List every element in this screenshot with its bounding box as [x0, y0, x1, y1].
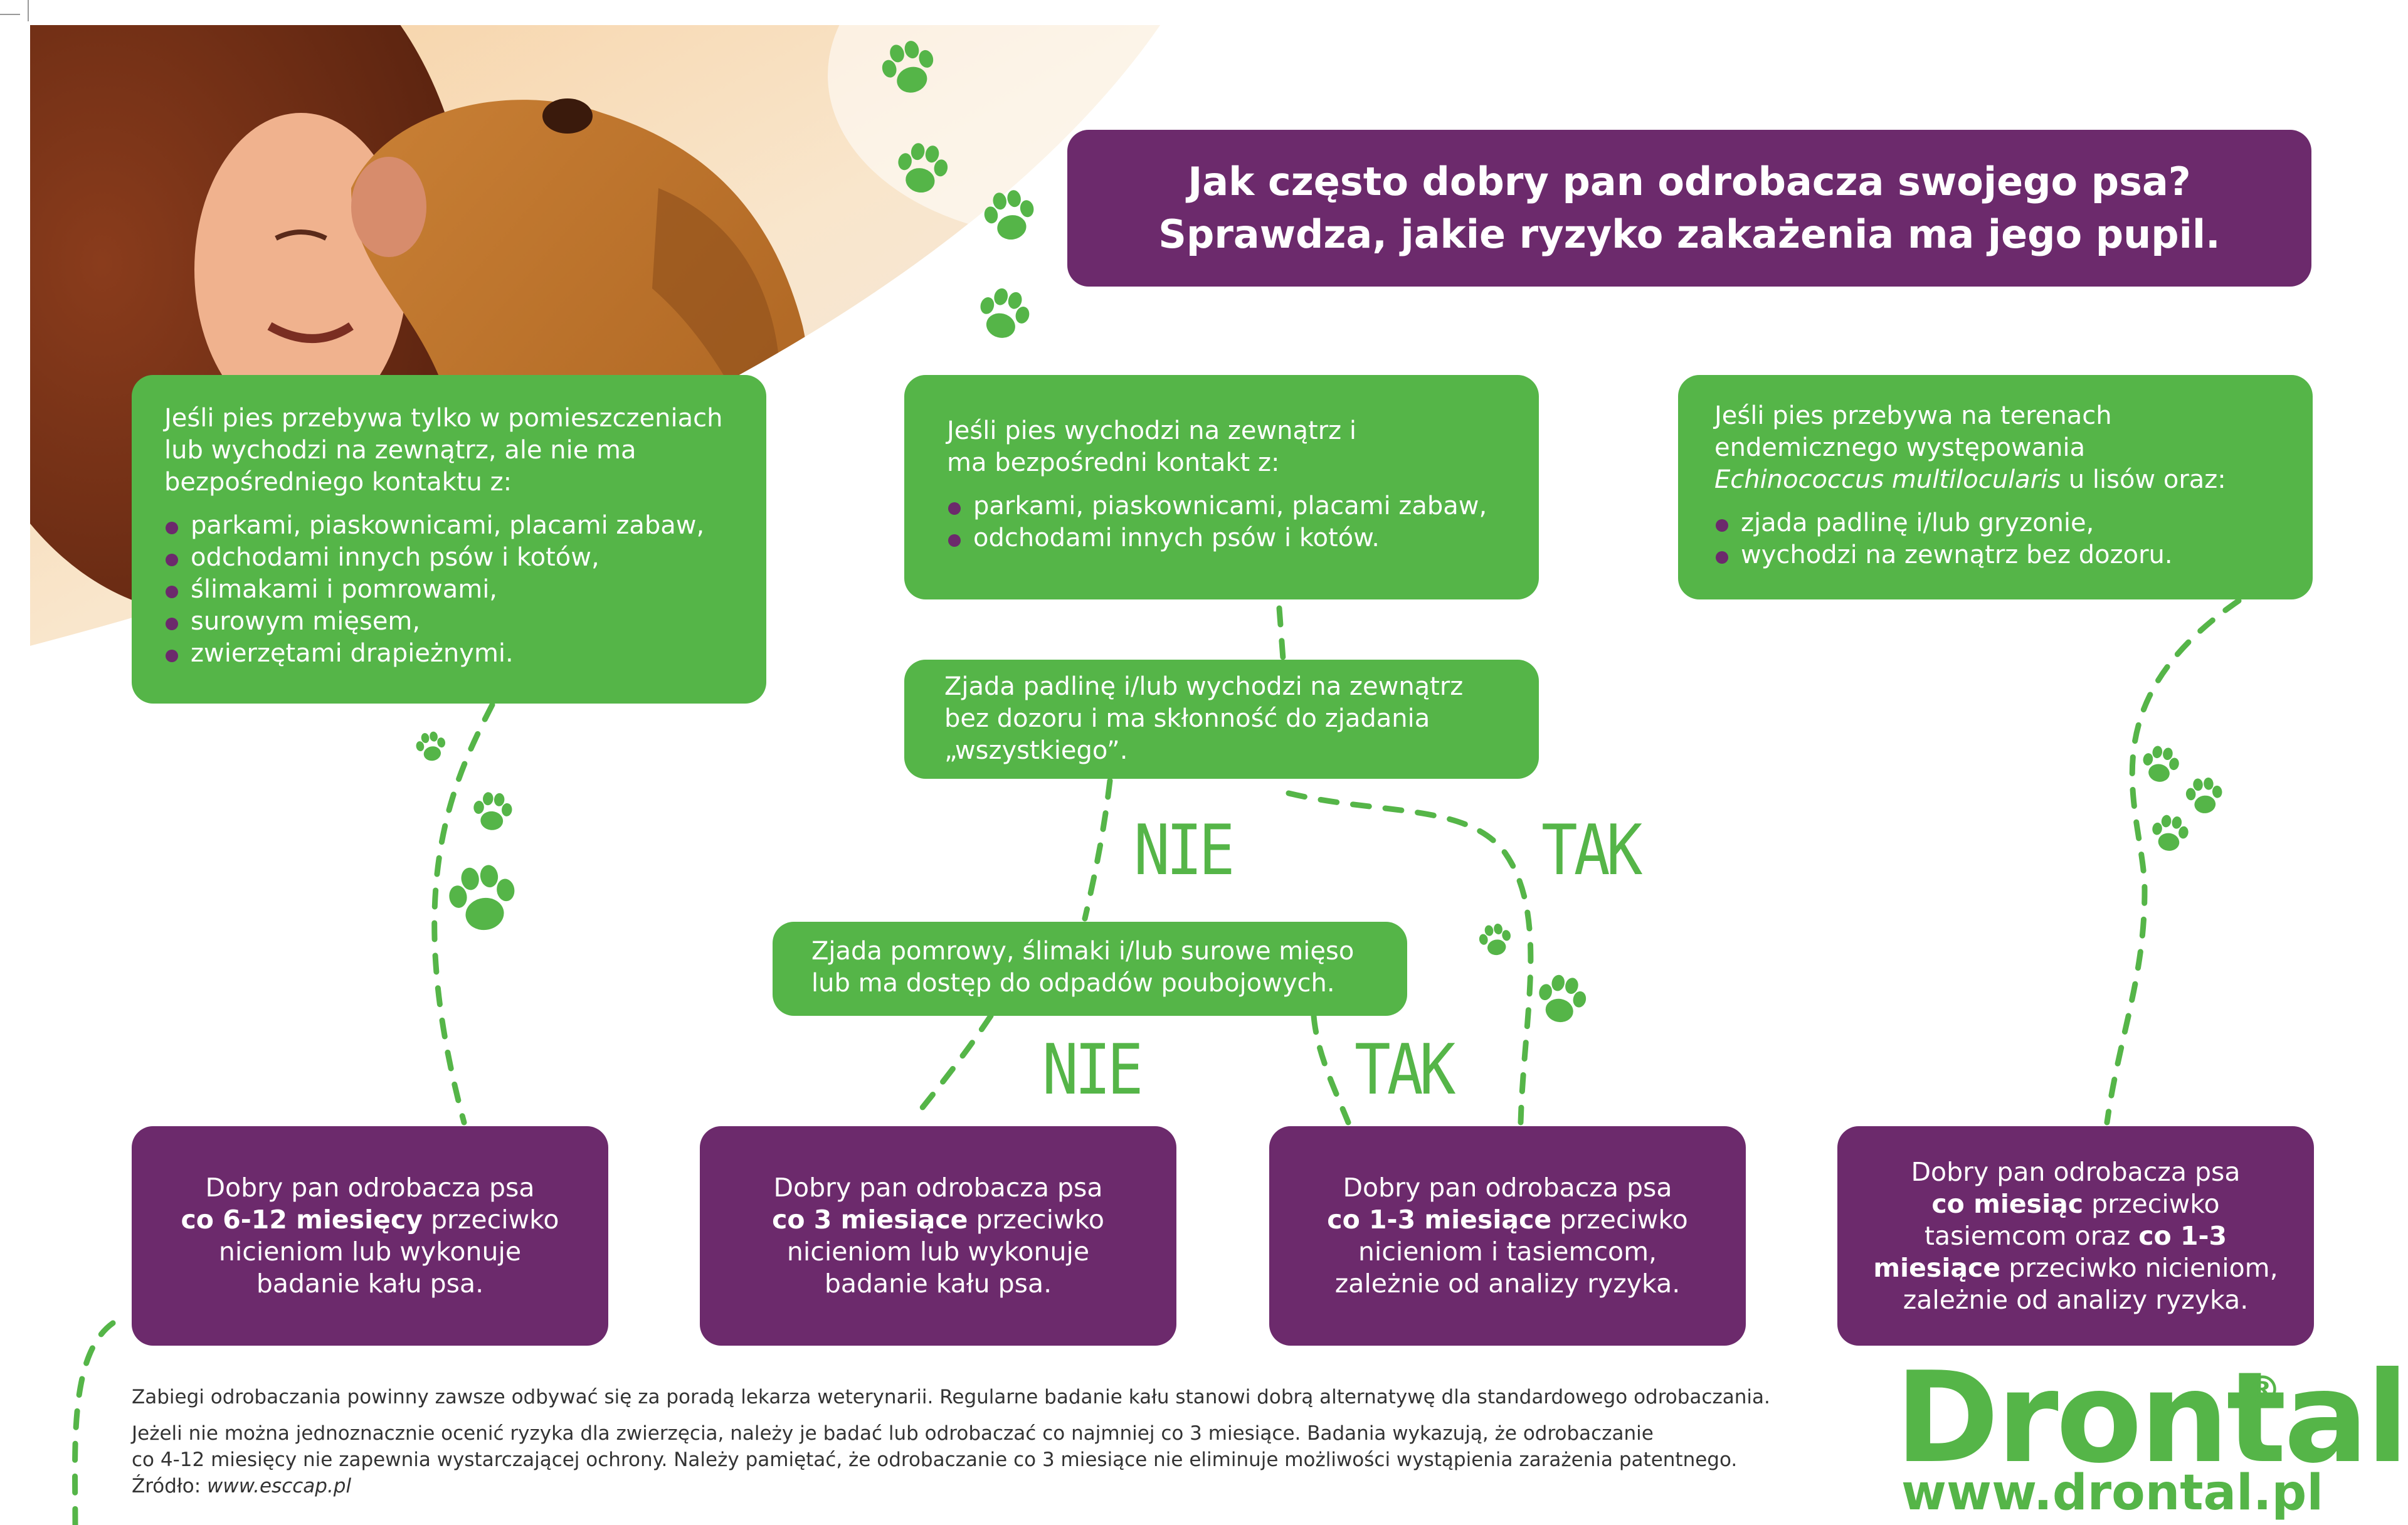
result-3-b: co 1-3 miesiące — [1327, 1205, 1552, 1235]
crop-mark — [28, 0, 29, 21]
box-endemic-tail: u lisów oraz: — [2061, 465, 2226, 494]
paw-print-icon — [2152, 815, 2189, 851]
list-item: odchodami innych psów i kotów, — [164, 542, 747, 574]
question-1: Zjada padlinę i/lub wychodzi na zewnątrz… — [904, 660, 1539, 779]
question-1-text: Zjada padlinę i/lub wychodzi na zewnątrz… — [944, 672, 1464, 765]
crop-mark — [0, 14, 20, 15]
box-outdoor: Jeśli pies wychodzi na zewnątrz i ma bez… — [904, 375, 1539, 599]
label-tak-1: TAK — [1541, 810, 1642, 891]
paw-print-icon — [980, 288, 1029, 338]
box-endemic-species: Echinococcus multilocularis — [1714, 465, 2061, 494]
page-title: Jak często dobry pan odrobacza swojego p… — [1067, 130, 2311, 287]
list-item: odchodami innych psów i kotów. — [947, 522, 1520, 554]
paw-print-icon — [984, 189, 1033, 240]
result-4-b: co miesiąc — [1931, 1188, 2084, 1219]
list-item: wychodzi na zewnątrz bez dozoru. — [1714, 539, 2294, 571]
label-tak-2: TAK — [1354, 1029, 1455, 1111]
result-1-c: przeciwko nicieniom lub wykonuje badanie… — [218, 1205, 559, 1299]
footer-note-1: Zabiegi odrobaczania powinny zawsze odby… — [132, 1386, 1770, 1408]
result-4-d: co 1-3 miesiące — [1873, 1220, 2227, 1283]
result-2-c: przeciwko nicieniom lub wykonuje badanie… — [786, 1205, 1104, 1299]
brand-logo: Drontal — [1895, 1345, 2408, 1491]
box-endemic: Jeśli pies przebywa na terenach endemicz… — [1678, 375, 2313, 599]
paw-print-icon — [2185, 777, 2222, 813]
result-1-b: co 6-12 miesięcy — [181, 1205, 423, 1235]
brand-registered-mark: ® — [2244, 1368, 2281, 1412]
result-2-a: Dobry pan odrobacza psa — [773, 1173, 1103, 1203]
list-item: parkami, piaskownicami, placami zabaw, — [947, 490, 1520, 522]
list-item: ślimakami i pomrowami, — [164, 574, 747, 606]
list-item: surowym mięsem, — [164, 606, 747, 638]
paw-print-icon — [1479, 924, 1511, 956]
box-indoor-intro: Jeśli pies przebywa tylko w pomieszczeni… — [164, 404, 723, 497]
title-line-2: Sprawdza, jakie ryzyko zakażenia ma jego… — [1158, 211, 2221, 257]
box-endemic-line2: endemicznego występowania — [1714, 433, 2086, 462]
box-endemic-list: zjada padlinę i/lub gryzonie, wychodzi n… — [1714, 507, 2294, 571]
box-outdoor-intro: Jeśli pies wychodzi na zewnątrz i ma bez… — [947, 416, 1356, 477]
question-2: Zjada pomrowy, ślimaki i/lub surowe mięs… — [773, 922, 1407, 1016]
list-item: zwierzętami drapieżnymi. — [164, 638, 747, 670]
flow-paths — [72, 598, 2242, 1525]
list-item: zjada padlinę i/lub gryzonie, — [1714, 507, 2294, 539]
question-2-text: Zjada pomrowy, ślimaki i/lub surowe mięs… — [811, 937, 1354, 998]
footer-note-2b: co 4-12 miesięcy nie zapewnia wystarczaj… — [132, 1448, 1738, 1471]
paw-print-icon — [2143, 746, 2179, 782]
result-2-b: co 3 miesiące — [772, 1205, 968, 1235]
list-item: parkami, piaskownicami, placami zabaw, — [164, 510, 747, 542]
box-indoor: Jeśli pies przebywa tylko w pomieszczeni… — [132, 375, 766, 704]
brand-website-link[interactable]: www.drontal.pl — [1901, 1465, 2324, 1521]
result-4-a: Dobry pan odrobacza psa — [1911, 1156, 2241, 1187]
paw-print-icon — [1539, 974, 1586, 1022]
box-endemic-line1: Jeśli pies przebywa na terenach — [1714, 401, 2112, 430]
footer-source: Źródło: www.esccap.pl — [132, 1472, 1888, 1500]
label-nie-2: NIE — [1042, 1029, 1143, 1111]
result-4-c: przeciwko tasiemcom oraz — [1924, 1188, 2220, 1251]
result-3-a: Dobry pan odrobacza psa — [1343, 1173, 1672, 1203]
footer-note-2a: Jeżeli nie można jednoznacznie ocenić ry… — [132, 1422, 1654, 1445]
paw-print-icon — [449, 865, 515, 931]
paw-print-icon — [416, 732, 446, 761]
footer-source-label: Źródło: — [132, 1475, 208, 1497]
box-outdoor-list: parkami, piaskownicami, placami zabaw, o… — [947, 490, 1520, 554]
paw-print-icon — [473, 791, 512, 830]
title-line-1: Jak często dobry pan odrobacza swojego p… — [1188, 159, 2191, 204]
paw-print-icon — [897, 142, 948, 193]
result-1-a: Dobry pan odrobacza psa — [205, 1173, 535, 1203]
result-4-e: przeciwko nicieniom, zależnie od analizy… — [1903, 1252, 2278, 1315]
footer-source-url: www.esccap.pl — [207, 1475, 352, 1497]
label-nie-1: NIE — [1134, 810, 1235, 891]
box-indoor-list: parkami, piaskownicami, placami zabaw, o… — [164, 510, 747, 670]
paw-print-icon — [882, 41, 934, 93]
result-3-c: przeciwko nicieniom i tasiemcom, zależni… — [1334, 1205, 1688, 1299]
